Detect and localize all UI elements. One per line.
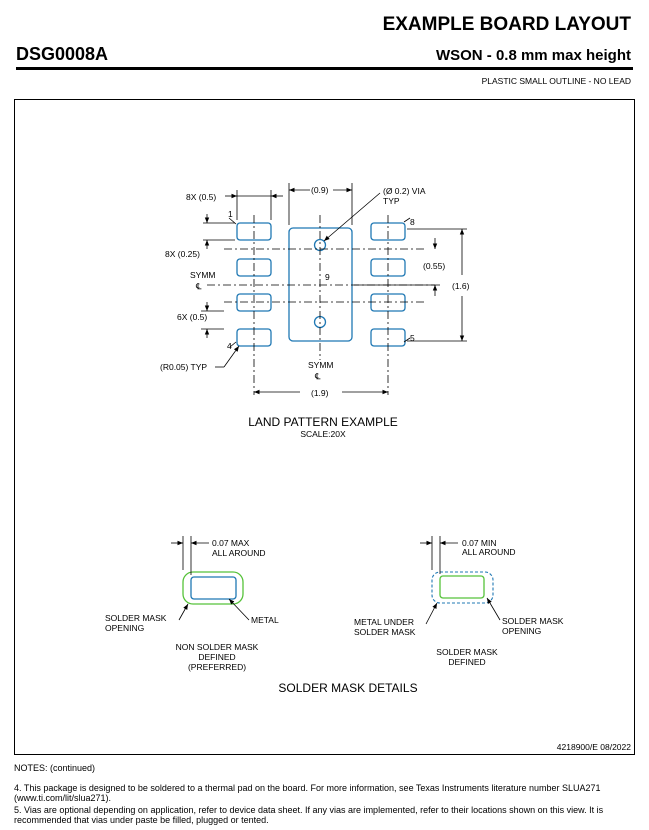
land-pattern-pads bbox=[236, 222, 406, 347]
land-pattern-scale: SCALE:20X bbox=[300, 429, 346, 439]
note-5: 5. Vias are optional depending on applic… bbox=[14, 805, 604, 825]
nsmd-caption-line2: DEFINED bbox=[198, 652, 235, 662]
smd-detail bbox=[420, 536, 501, 625]
dim-radius: (R0.05) TYP bbox=[160, 362, 207, 372]
dimension-lines bbox=[201, 183, 467, 395]
dim-pad-height: 8X (0.25) bbox=[165, 249, 200, 259]
nsmd-opening-line1: SOLDER MASK bbox=[105, 613, 167, 623]
land-pattern-labels: 8X (0.5) 8X (0.25) 6X (0.5) (0.9) (Ø 0.2… bbox=[160, 185, 470, 439]
smd-dim-line2: ALL AROUND bbox=[462, 547, 516, 557]
solder-mask-title: SOLDER MASK DETAILS bbox=[278, 681, 417, 695]
dim-via: (Ø 0.2) VIA bbox=[383, 186, 426, 196]
nsmd-opening-line2: OPENING bbox=[105, 623, 144, 633]
notes-title: NOTES: (continued) bbox=[14, 763, 96, 773]
dim-via-pitch: (0.55) bbox=[423, 261, 445, 271]
symm-symbol-bottom: ℄ bbox=[314, 371, 321, 381]
nsmd-caption-line3: (PREFERRED) bbox=[188, 662, 246, 672]
page-title: EXAMPLE BOARD LAYOUT bbox=[382, 14, 631, 35]
nsmd-mask-opening bbox=[182, 571, 244, 605]
symm-label-left: SYMM bbox=[190, 270, 216, 280]
pin-9-label: 9 bbox=[325, 272, 330, 282]
drawing-frame bbox=[14, 99, 635, 755]
land-pattern-title: LAND PATTERN EXAMPLE bbox=[248, 415, 398, 429]
pin-1-label: 1 bbox=[228, 209, 233, 219]
pin-8-label: 8 bbox=[410, 217, 415, 227]
dim-center-pad-width: (0.9) bbox=[311, 185, 329, 195]
solder-mask-labels: 0.07 MAX ALL AROUND SOLDER MASK OPENING … bbox=[105, 538, 564, 695]
smd-metal-under-mask bbox=[431, 571, 494, 604]
dim-pitch: 6X (0.5) bbox=[177, 312, 207, 322]
nsmd-dim-line2: ALL AROUND bbox=[212, 548, 266, 558]
nsmd-caption-line1: NON SOLDER MASK bbox=[176, 642, 259, 652]
dim-center-pad-height: (1.6) bbox=[452, 281, 470, 291]
nsmd-dim-line1: 0.07 MAX bbox=[212, 538, 250, 548]
dim-pad-width: 8X (0.5) bbox=[186, 192, 216, 202]
center-lines bbox=[207, 215, 435, 395]
symm-symbol-left: ℄ bbox=[195, 281, 202, 291]
symm-label-bottom: SYMM bbox=[308, 360, 334, 370]
dim-span: (1.9) bbox=[311, 388, 329, 398]
smd-caption-line1: SOLDER MASK bbox=[436, 647, 498, 657]
smd-opening-line1: SOLDER MASK bbox=[502, 616, 564, 626]
thermal-pad-9 bbox=[288, 227, 353, 342]
header-rule bbox=[16, 67, 633, 70]
package-subtitle: PLASTIC SMALL OUTLINE - NO LEAD bbox=[481, 76, 631, 86]
smd-caption-line2: DEFINED bbox=[448, 657, 485, 667]
nsmd-metal-label: METAL bbox=[251, 615, 279, 625]
smd-metal-line1: METAL UNDER bbox=[354, 617, 414, 627]
smd-dim-line1: 0.07 MIN bbox=[462, 538, 497, 548]
package-name: DSG0008A bbox=[16, 44, 109, 64]
dim-via-typ: TYP bbox=[383, 196, 400, 206]
pin-4-label: 4 bbox=[227, 341, 232, 351]
nsmd-detail bbox=[171, 536, 250, 621]
smd-mask-opening bbox=[439, 575, 485, 599]
package-description: WSON - 0.8 mm max height bbox=[435, 47, 631, 64]
nsmd-metal-pad bbox=[190, 576, 237, 600]
note-4: 4. This package is designed to be solder… bbox=[14, 783, 601, 803]
smd-metal-line2: SOLDER MASK bbox=[354, 627, 416, 637]
pin-5-label: 5 bbox=[410, 333, 415, 343]
document-number: 4218900/E 08/2022 bbox=[556, 742, 631, 752]
smd-opening-line2: OPENING bbox=[502, 626, 541, 636]
